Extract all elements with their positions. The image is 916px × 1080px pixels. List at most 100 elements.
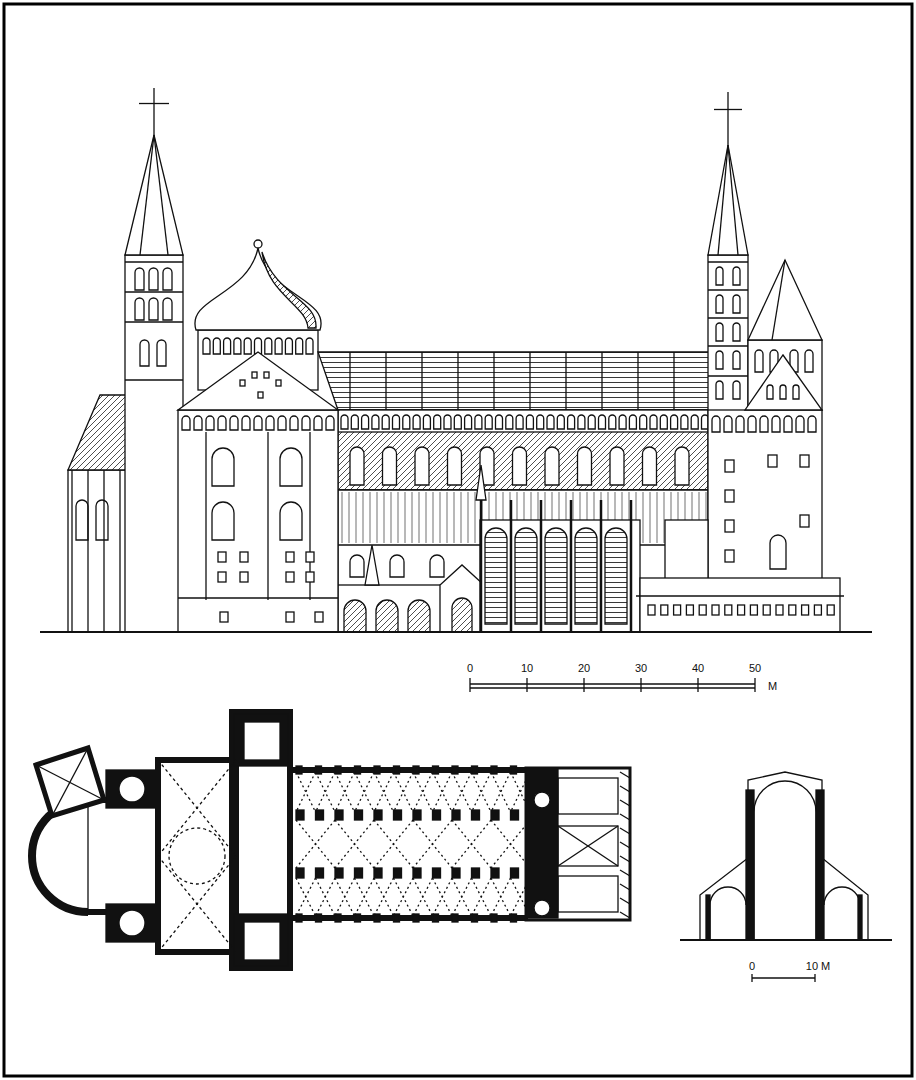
roof-line: [426, 492, 427, 543]
arched-window: [212, 502, 234, 540]
small-window: [800, 455, 809, 467]
arched-window: [362, 415, 369, 429]
pier: [316, 810, 324, 820]
arched-window: [760, 416, 768, 432]
scale-label: 0: [467, 662, 473, 674]
wall-hatch: [620, 856, 630, 862]
pinnacle: [476, 465, 486, 500]
small-window: [276, 380, 281, 386]
spire: [125, 135, 183, 255]
vault-line: [316, 772, 336, 812]
small-window: [306, 552, 314, 562]
aisle-vault: [710, 887, 746, 940]
arched-window: [413, 415, 420, 429]
roof-seam: [565, 352, 566, 410]
vault-line: [394, 772, 414, 812]
pier: [491, 810, 499, 820]
small-window: [674, 605, 681, 615]
arched-window: [568, 415, 575, 429]
arched-window: [244, 338, 251, 354]
arched-window: [716, 381, 723, 399]
vault-line: [491, 772, 511, 812]
scale-label: 10: [521, 662, 533, 674]
small-window: [240, 572, 248, 582]
vault-line: [491, 878, 511, 916]
westwork-bay: [558, 826, 618, 866]
westwork: [708, 410, 822, 580]
pier: [355, 810, 363, 820]
arched-window: [351, 415, 358, 429]
cross: [153, 88, 154, 135]
pier: [452, 868, 460, 878]
arched-window: [610, 447, 624, 485]
arched-window: [712, 416, 720, 432]
roof-line: [377, 492, 378, 543]
stair-tower: [106, 904, 158, 942]
roof-line: [650, 492, 651, 543]
arched-window: [444, 415, 451, 429]
gable: [178, 352, 338, 410]
arched-window: [382, 415, 389, 429]
tower-band: [125, 291, 183, 292]
pilaster: [205, 432, 206, 600]
vault-line: [316, 878, 336, 916]
roof-line: [664, 492, 665, 543]
tower-band: [708, 261, 748, 262]
arched-window: [485, 528, 507, 624]
vault-line: [355, 878, 375, 916]
roof-line: [468, 492, 469, 543]
arched-window: [242, 416, 250, 430]
arched-window: [234, 338, 241, 354]
arched-window: [784, 416, 792, 432]
scale-line: [470, 683, 755, 684]
arched-window: [691, 415, 698, 429]
spire: [708, 145, 748, 255]
pilaster: [87, 470, 88, 632]
wall: [290, 915, 528, 921]
pier: [511, 810, 519, 820]
buttress: [630, 500, 633, 632]
vault-line: [355, 772, 375, 812]
vault-line: [374, 878, 394, 916]
plinth-line: [178, 597, 338, 598]
arched-window: [733, 295, 740, 313]
arched-window: [213, 338, 220, 354]
roof-seam: [349, 352, 350, 410]
small-window: [725, 605, 732, 615]
arched-window: [224, 338, 231, 354]
apse-roof: [68, 395, 128, 470]
gothic-chapel: [480, 520, 640, 632]
arched-window: [767, 385, 773, 399]
arched-window: [733, 267, 740, 285]
gable: [745, 355, 822, 410]
tower-band: [708, 375, 748, 376]
arched-window: [605, 528, 627, 624]
roof-seam: [385, 352, 386, 410]
vault-line: [335, 820, 374, 868]
arched-window: [578, 415, 585, 429]
roof-line: [447, 492, 448, 543]
chapel: [244, 722, 280, 760]
arched-window: [515, 528, 537, 624]
arched-window: [629, 415, 636, 429]
small-window: [240, 552, 248, 562]
scale-label: M: [768, 680, 777, 692]
pier: [433, 810, 441, 820]
small-window: [252, 372, 257, 378]
cross: [139, 103, 169, 104]
scale-tick: [469, 678, 470, 692]
vault-line: [413, 878, 433, 916]
vault-line: [472, 878, 492, 916]
small-window: [218, 552, 226, 562]
dome-shading: [262, 252, 316, 328]
transept: [178, 410, 338, 632]
small-window: [802, 605, 809, 615]
section-wall: [746, 790, 754, 940]
vault-line: [374, 878, 394, 916]
arched-window: [430, 555, 444, 577]
scale-tick: [697, 678, 698, 692]
vault-line: [491, 820, 530, 868]
arched-window: [135, 298, 144, 320]
vault-line: [296, 772, 316, 812]
